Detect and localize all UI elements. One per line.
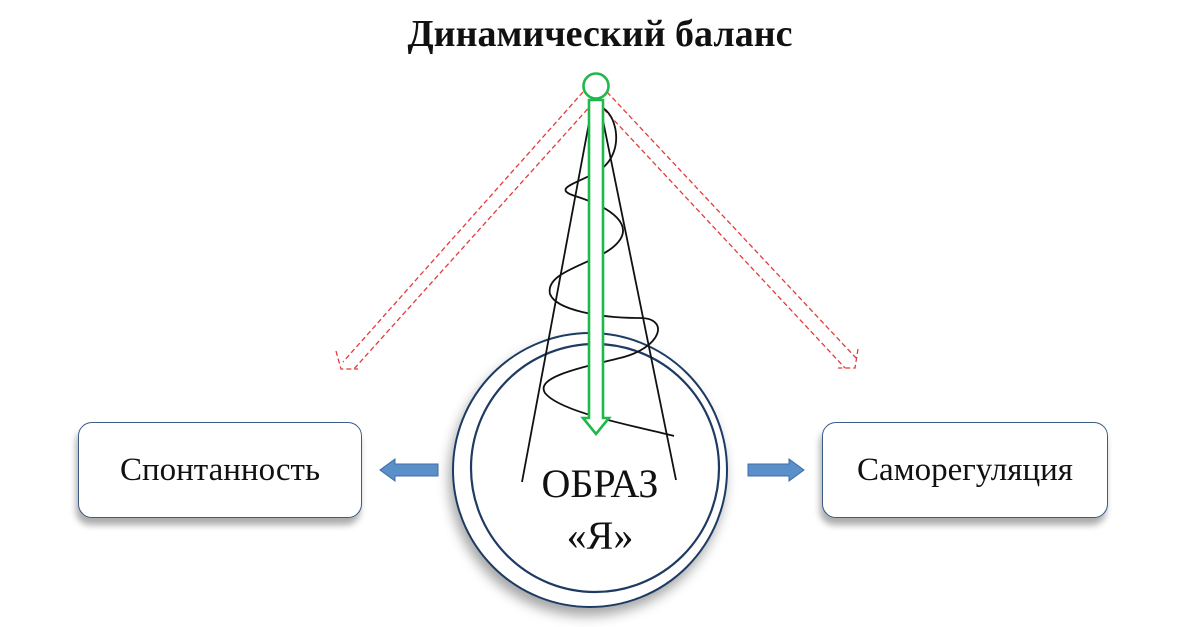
box-spontaneity: Спонтанность <box>78 422 362 518</box>
self-image-line2: «Я» <box>566 513 634 558</box>
dashed-arrow-left <box>335 91 594 371</box>
blue-arrow-right <box>747 458 805 482</box>
dashed-arrow-right <box>597 91 859 369</box>
cone-lines <box>521 95 677 483</box>
self-image-line1: ОБРАЗ <box>541 461 659 506</box>
box-self-regulation: Саморегуляция <box>822 422 1108 518</box>
spiral <box>542 105 675 437</box>
diagram-title: Динамический баланс <box>407 13 793 55</box>
self-image-label: ОБРАЗ «Я» <box>500 458 700 562</box>
top-node <box>582 72 610 100</box>
green-arrow <box>580 98 612 437</box>
blue-arrow-left <box>379 458 439 482</box>
box-self-regulation-label: Саморегуляция <box>857 451 1073 488</box>
box-spontaneity-label: Спонтанность <box>119 451 321 488</box>
